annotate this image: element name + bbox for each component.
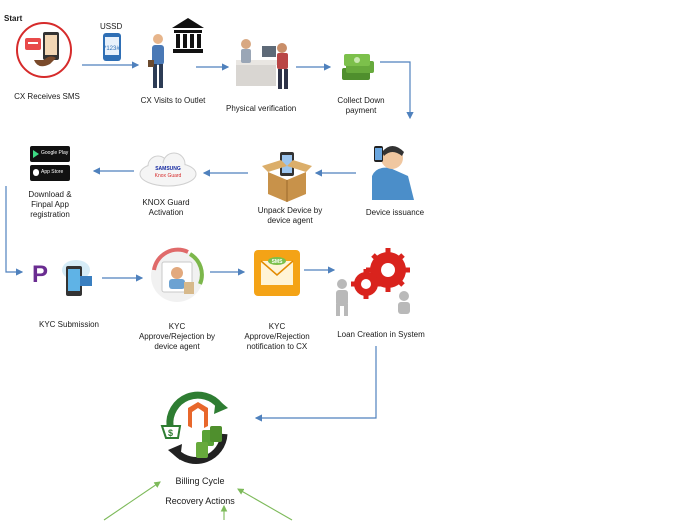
receives-sms-label: CX Receives SMS xyxy=(14,92,80,101)
open-box-icon xyxy=(262,150,312,207)
envelope-sms-icon xyxy=(254,250,300,301)
collect-down-payment-label: Collect Down payment xyxy=(337,96,385,115)
svg-text:P: P xyxy=(32,261,48,288)
green-arrow-right xyxy=(237,488,293,521)
download-app-label: Download & Finpal App registration xyxy=(28,190,72,219)
device-issuance-label: Device issuance xyxy=(365,208,425,217)
knox-cloud-icon xyxy=(136,152,200,193)
arrow-loan-to-billing xyxy=(254,346,377,422)
knox-name-label: Knox Guard xyxy=(154,173,182,179)
knox-brand-label: SAMSUNG xyxy=(155,166,181,172)
physical-verification-label: Physical verification xyxy=(226,104,297,113)
paypal-phone-icon: P xyxy=(30,252,96,309)
recovery-actions-label: Recovery Actions xyxy=(165,496,235,506)
visits-outlet-label: CX Visits to Outlet xyxy=(140,96,206,105)
green-arrow-left xyxy=(103,481,161,521)
ussd-label: USSD xyxy=(100,22,123,31)
arrow-payment-to-issuance xyxy=(380,61,414,120)
sms-tag-label: SMS xyxy=(271,259,283,265)
google-play-label: Google Play xyxy=(41,150,69,156)
ussd-phone-icon xyxy=(102,32,122,67)
loan-creation-label: Loan Creation in System xyxy=(337,330,425,339)
kyc-notification-label: KYC Approve/Rejection notification to CX xyxy=(244,322,310,351)
billing-cycle-label: Billing Cycle xyxy=(175,476,225,486)
kyc-approval-label: KYC Approve/Rejection by device agent xyxy=(138,322,216,351)
kyc-profile-icon xyxy=(150,246,204,311)
google-play-icon xyxy=(33,150,39,158)
walking-customer-icon xyxy=(146,32,170,97)
kyc-submission-label: KYC Submission xyxy=(38,320,100,329)
google-play-badge[interactable]: Google Play xyxy=(30,146,70,162)
unpack-device-label: Unpack Device by device agent xyxy=(257,206,323,225)
start-label: Start xyxy=(4,14,23,23)
ussd-code-label: *123# xyxy=(104,46,120,52)
app-store-badge[interactable]: App Store xyxy=(30,165,70,181)
arrow-download-to-kyc xyxy=(5,186,24,276)
person-phone-icon xyxy=(362,136,420,207)
cash-stack-icon xyxy=(340,50,376,91)
gears-people-icon xyxy=(326,244,416,323)
office-verification-icon xyxy=(232,34,294,103)
app-store-badges-icon: Google Play App Store xyxy=(30,146,70,182)
bank-icon xyxy=(170,16,206,61)
svg-text:$: $ xyxy=(168,428,173,438)
apple-icon xyxy=(33,169,39,176)
phone-sms-icon xyxy=(16,14,72,89)
app-store-label: App Store xyxy=(41,169,64,175)
knox-activation-label: KNOX Guard Activation xyxy=(142,198,190,217)
billing-cycle-icon: $ xyxy=(158,386,236,475)
